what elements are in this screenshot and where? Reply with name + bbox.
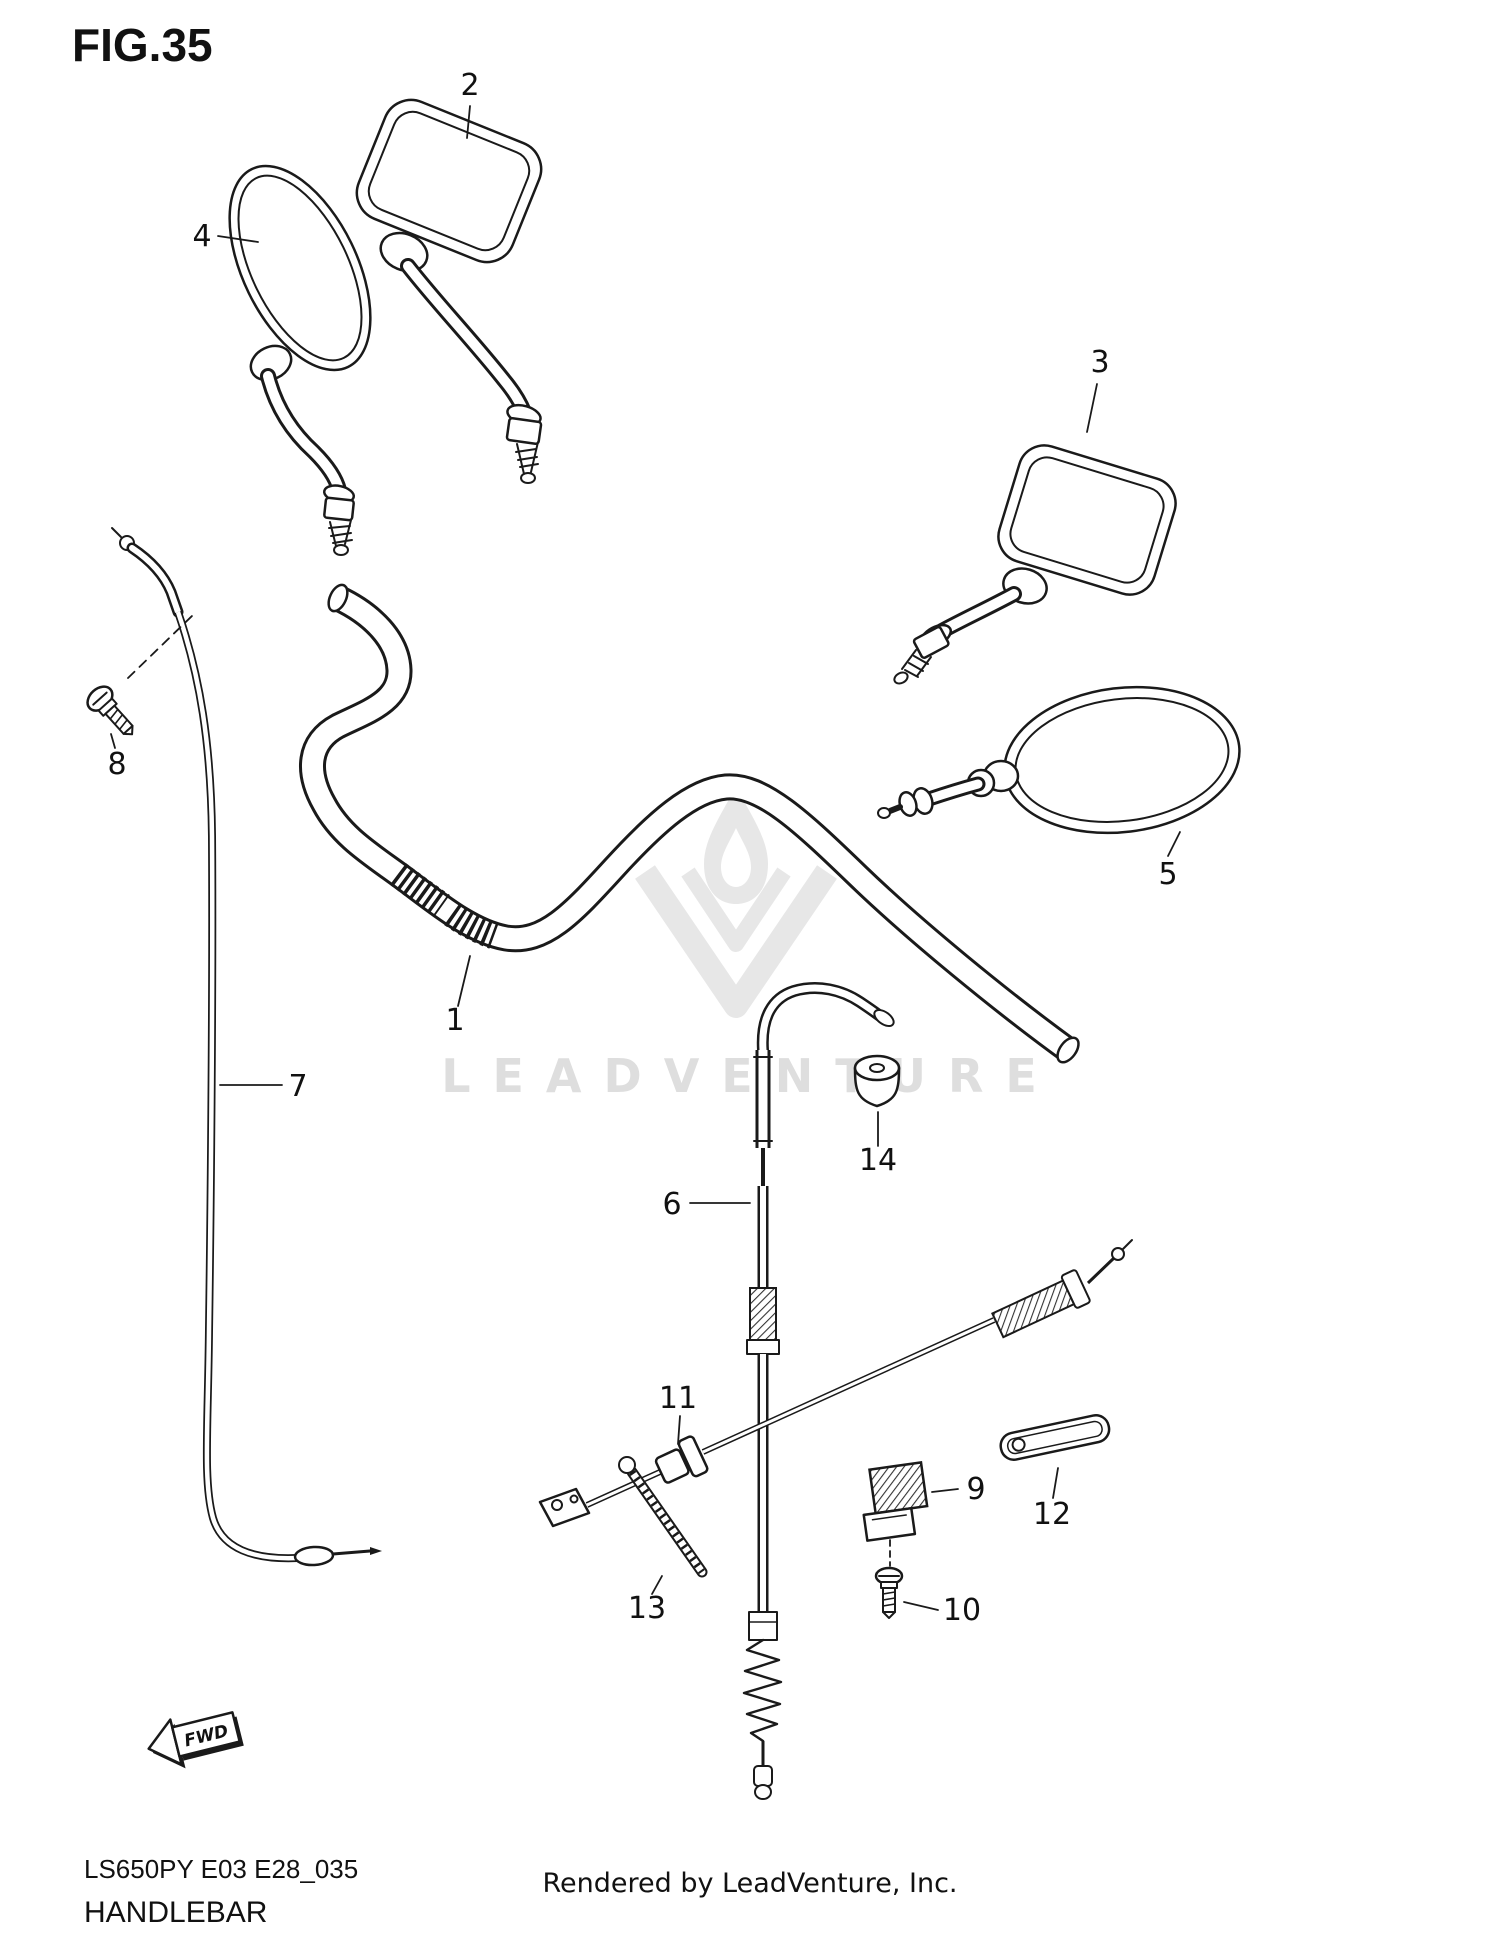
callout-6: 6 [662, 1187, 751, 1222]
callout-2-label: 2 [460, 68, 479, 103]
part-8-screw [86, 685, 134, 736]
callout-14-label: 14 [859, 1143, 897, 1178]
knurl-band [444, 902, 499, 949]
callout-1-label: 1 [445, 1003, 464, 1038]
callout-10: 10 [903, 1593, 981, 1628]
watermark-logo: LEADVENTURE [441, 786, 1059, 1103]
callout-2: 2 [460, 68, 480, 139]
watermark-text: LEADVENTURE [441, 1049, 1059, 1103]
footer-rendered-by: Rendered by LeadVenture, Inc. [542, 1868, 958, 1899]
footer-figure-name: HANDLEBAR [84, 1896, 268, 1929]
part-13-strap [618, 1456, 708, 1578]
part-10-screw [874, 1566, 904, 1619]
figure-title: FIG.35 [72, 19, 213, 71]
assembly-dashed-line [127, 613, 195, 679]
callout-3: 3 [1086, 345, 1110, 433]
part-11-cable [538, 1239, 1133, 1528]
tube-end [1056, 1036, 1080, 1064]
callout-13: 13 [628, 1575, 666, 1626]
callout-4-label: 4 [192, 219, 211, 254]
callout-4: 4 [192, 219, 259, 254]
callout-6-label: 6 [662, 1187, 681, 1222]
callout-3-label: 3 [1090, 345, 1109, 380]
part-4-mirror [228, 164, 372, 556]
callout-9-label: 9 [966, 1472, 985, 1507]
tube-end [327, 583, 349, 613]
part-2-mirror [355, 98, 543, 484]
callout-12-label: 12 [1033, 1497, 1071, 1532]
part-9-clamp [862, 1461, 929, 1542]
cable-adjuster [749, 1287, 777, 1341]
part-12-bracket [999, 1414, 1111, 1461]
callout-9: 9 [931, 1472, 986, 1507]
callout-10-label: 10 [943, 1593, 981, 1628]
callout-5-label: 5 [1158, 857, 1177, 892]
callout-12: 12 [1033, 1467, 1071, 1532]
callout-11: 11 [659, 1381, 697, 1445]
callout-7-label: 7 [288, 1069, 307, 1104]
cable-adjuster [991, 1279, 1076, 1339]
part-1-handlebar [299, 583, 1080, 1064]
callout-8-label: 8 [107, 747, 126, 782]
callout-13-label: 13 [628, 1591, 666, 1626]
callout-11-label: 11 [659, 1381, 697, 1416]
callout-14: 14 [859, 1111, 897, 1178]
part-6-cable [742, 982, 895, 1800]
callout-5: 5 [1158, 831, 1181, 892]
fwd-marker: FWD [147, 1711, 244, 1769]
callout-7: 7 [219, 1069, 308, 1104]
callouts: 1 2 3 4 5 6 7 8 9 10 11 12 13 14 [107, 68, 1181, 1628]
footer-model-code: LS650PY E03 E28_035 [84, 1854, 359, 1884]
part-14-grommet [853, 1054, 901, 1108]
part-3-mirror [893, 444, 1177, 685]
callout-8: 8 [107, 733, 127, 782]
part-7-cable [111, 527, 382, 1567]
callout-1: 1 [445, 955, 471, 1038]
part-5-mirror [877, 685, 1241, 835]
cable-boot [742, 1638, 783, 1743]
